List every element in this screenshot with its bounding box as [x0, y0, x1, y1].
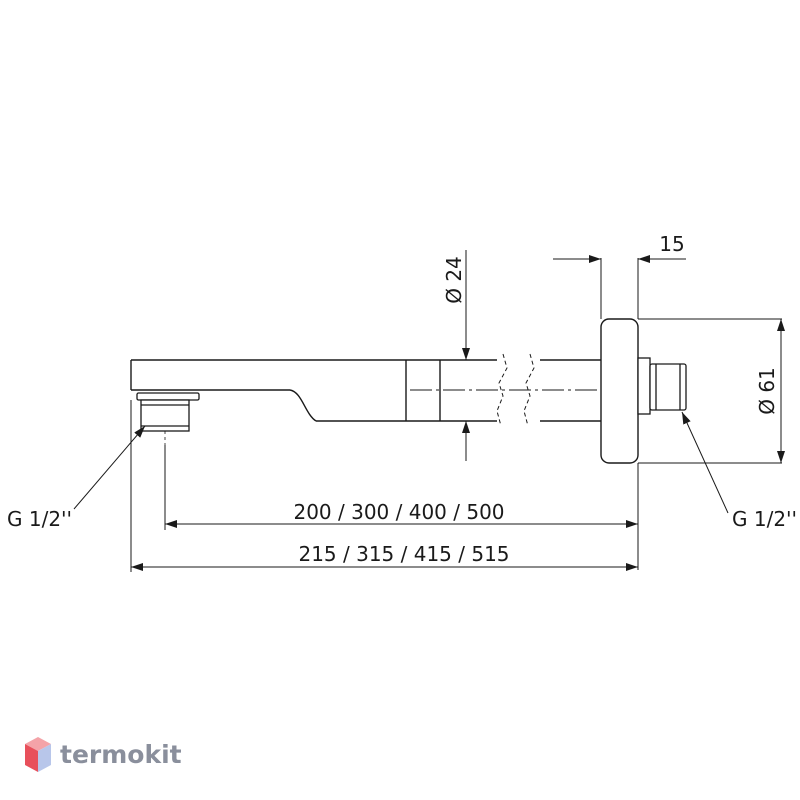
- cube-icon: [25, 737, 51, 772]
- dim-flange-diameter-label: Ø 61: [755, 367, 779, 415]
- leader-left-thread: [73, 425, 146, 510]
- dim-pipe-diameter-label: Ø 24: [442, 256, 466, 304]
- dim-flange-thickness-label: 15: [659, 232, 684, 256]
- left-outlet-thread: [136, 392, 200, 445]
- spout-outline: [130, 359, 601, 422]
- leader-right-thread: [681, 411, 729, 514]
- dimension-total-length: [130, 400, 638, 572]
- thread-left-label: G 1/2'': [7, 507, 72, 531]
- logo-wordmark: termokit: [60, 740, 182, 769]
- wall-flange: [600, 318, 782, 464]
- right-connector-thread: [637, 357, 687, 415]
- termokit-logo: termokit: [25, 737, 182, 772]
- dim-total-length-label: 215 / 315 / 415 / 515: [298, 542, 509, 566]
- break-marks: [496, 353, 535, 427]
- thread-right-label: G 1/2'': [732, 507, 797, 531]
- dimension-flange-thickness: [553, 255, 686, 319]
- dim-inner-length-label: 200 / 300 / 400 / 500: [293, 500, 504, 524]
- dimension-inner-length: [164, 445, 639, 570]
